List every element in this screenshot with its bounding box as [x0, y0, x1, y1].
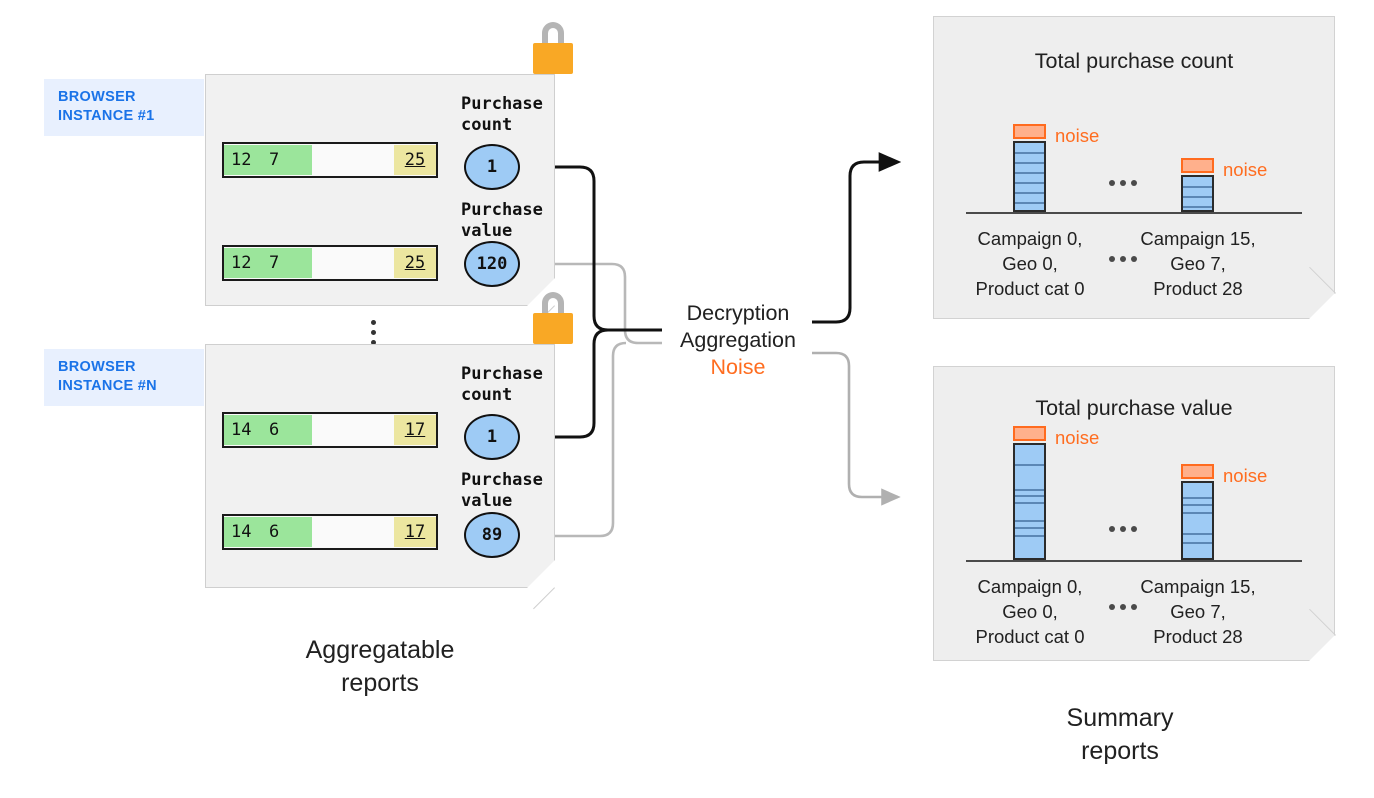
chart-category-label: Campaign 15, Geo 7, Product 28	[1140, 576, 1256, 647]
chart-bar	[1013, 426, 1046, 560]
browser-instance-n-tag: BROWSER INSTANCE #N	[44, 349, 204, 406]
report-field-total: 17	[394, 517, 436, 547]
chart-ellipsis	[1109, 526, 1137, 532]
panel-surface	[933, 366, 1335, 661]
process-line-aggregation: Aggregation	[680, 328, 796, 352]
summary-report-value-panel: Total purchase value noise	[933, 366, 1336, 661]
report-field-total: 17	[394, 415, 436, 445]
chart-category-label: Campaign 15, Geo 7, Product 28	[1140, 228, 1256, 299]
report-field-value: 12	[224, 248, 262, 278]
noise-cap	[1013, 426, 1046, 441]
bar-body	[1181, 481, 1214, 560]
instances-ellipsis	[371, 320, 376, 345]
padlock-body	[533, 313, 573, 344]
report-field-value: 7	[262, 145, 312, 175]
bar-body	[1181, 175, 1214, 212]
report-row: 12 7 25	[222, 142, 438, 178]
purchase-count-value: 1	[464, 414, 520, 460]
process-line-decryption: Decryption	[686, 301, 790, 325]
chart-bar	[1013, 124, 1046, 212]
noise-label: noise	[1055, 427, 1100, 448]
noise-label: noise	[1223, 465, 1268, 486]
chart-baseline	[966, 212, 1302, 215]
report-field-value: 7	[262, 248, 312, 278]
noise-cap	[1013, 124, 1046, 139]
report-row: 14 6 17	[222, 412, 438, 448]
report-field-value: 14	[224, 517, 262, 547]
report-field-value: 14	[224, 415, 262, 445]
purchase-value-value: 120	[464, 241, 520, 287]
purchase-value-value: 89	[464, 512, 520, 558]
chart-baseline	[966, 560, 1302, 563]
padlock-icon	[533, 292, 573, 344]
browser-instance-1-tag: BROWSER INSTANCE #1	[44, 79, 204, 136]
report-row: 14 6 17	[222, 514, 438, 550]
aggregatable-reports-caption: Aggregatable reports	[305, 636, 455, 697]
report-field-total: 25	[394, 248, 436, 278]
padlock-body	[533, 43, 573, 74]
report-field-value: 12	[224, 145, 262, 175]
chart-bar	[1181, 158, 1214, 212]
purchase-count-value: 1	[464, 144, 520, 190]
chart-bar	[1181, 464, 1214, 560]
chart-title: Total purchase count	[1034, 49, 1234, 73]
bar-body	[1013, 443, 1046, 560]
report-field-value: 6	[262, 517, 312, 547]
chart-label-ellipsis	[1109, 256, 1137, 262]
panel-surface	[933, 16, 1335, 319]
chart-category-label: Campaign 0, Geo 0, Product cat 0	[975, 576, 1085, 647]
padlock-shackle	[542, 292, 564, 318]
purchase-value-label: Purchase value	[461, 470, 543, 511]
process-label: Decryption Aggregation Noise	[663, 300, 813, 381]
report-row: 12 7 25	[222, 245, 438, 281]
report-field-total: 25	[394, 145, 436, 175]
noise-cap	[1181, 158, 1214, 173]
chart-title: Total purchase value	[1035, 396, 1233, 420]
noise-label: noise	[1223, 159, 1268, 180]
chart-ellipsis	[1109, 180, 1137, 186]
padlock-icon	[533, 22, 573, 74]
report-field-value: 6	[262, 415, 312, 445]
summary-reports-caption: Summary reports	[1066, 704, 1174, 765]
process-line-noise: Noise	[710, 355, 766, 379]
noise-label: noise	[1055, 125, 1100, 146]
bar-body	[1013, 141, 1046, 212]
purchase-value-label: Purchase value	[461, 200, 543, 241]
summary-report-count-panel: Total purchase count noise	[933, 16, 1336, 319]
chart-category-label: Campaign 0, Geo 0, Product cat 0	[975, 228, 1085, 299]
noise-cap	[1181, 464, 1214, 479]
chart-label-ellipsis	[1109, 604, 1137, 610]
purchase-count-label: Purchase count	[461, 364, 543, 405]
padlock-shackle	[542, 22, 564, 48]
purchase-count-label: Purchase count	[461, 94, 543, 135]
